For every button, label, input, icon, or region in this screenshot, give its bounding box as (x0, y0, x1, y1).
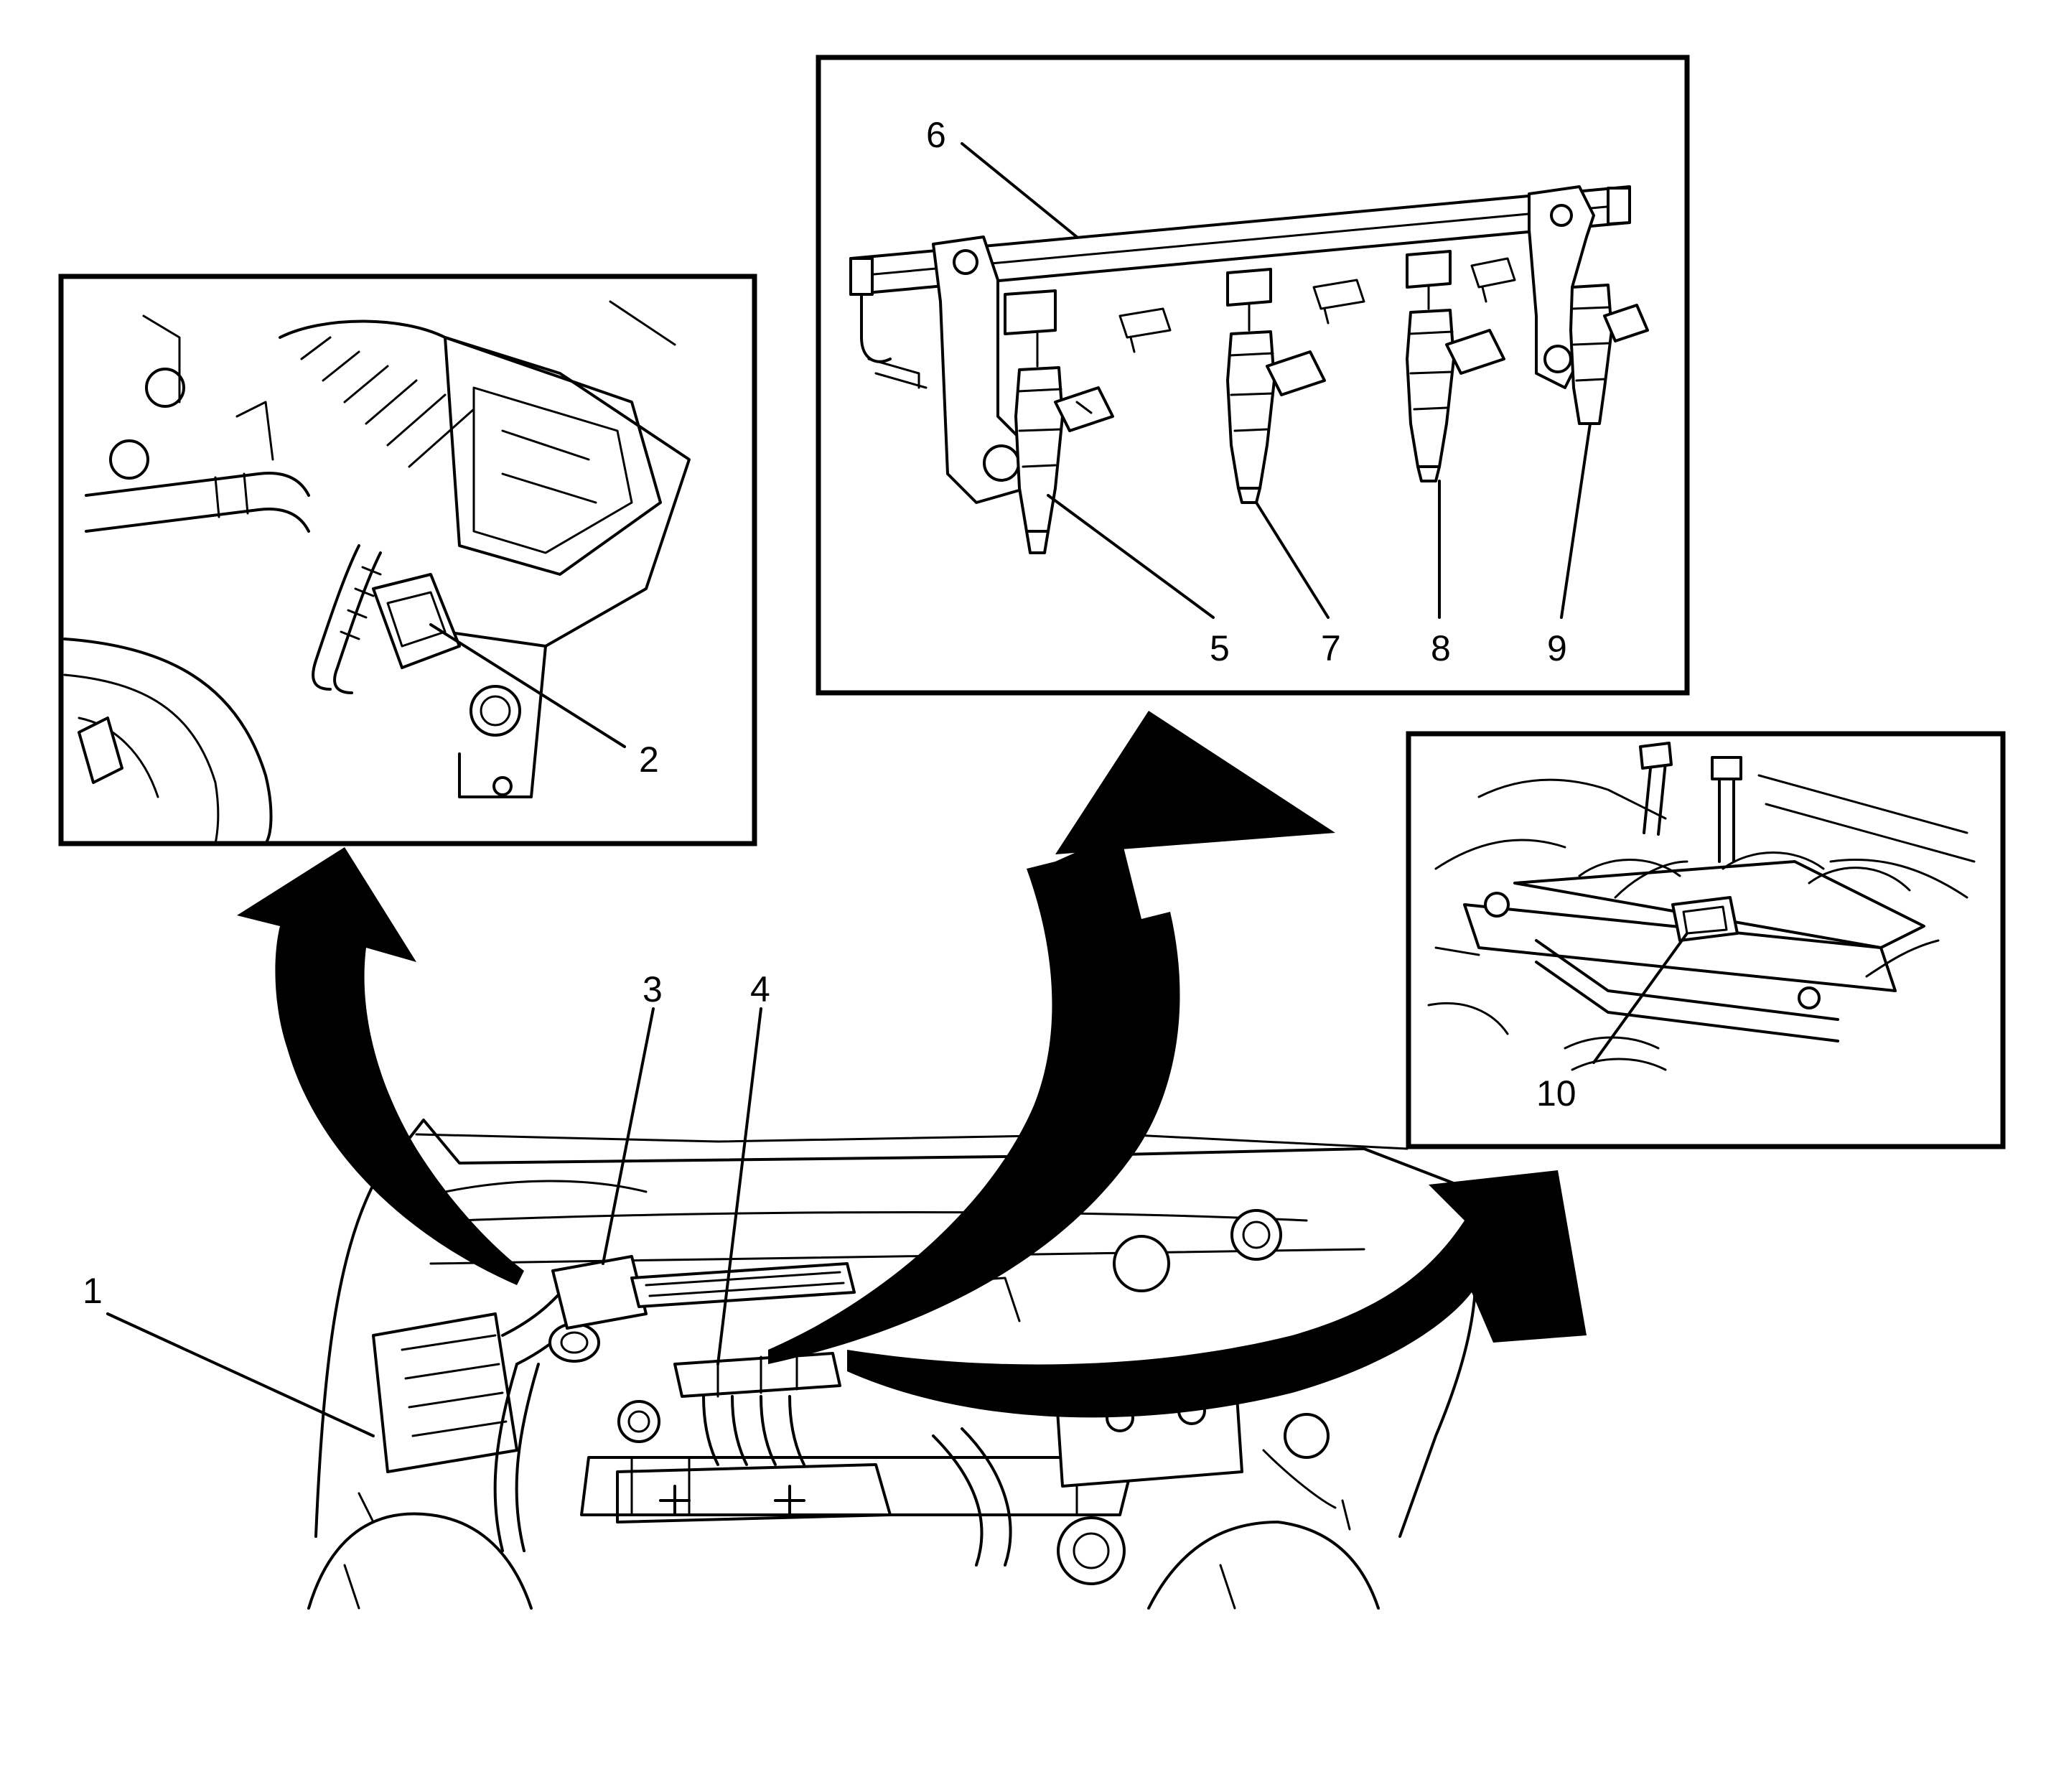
callout-5: 5 (1210, 628, 1230, 668)
callout-10: 10 (1536, 1073, 1576, 1114)
injector-8 (1406, 286, 1505, 482)
inset-coil-pack: 10 (1406, 731, 2006, 1149)
callout-7: 7 (1321, 628, 1341, 668)
callout-1: 1 (83, 1271, 103, 1311)
callout-3: 3 (643, 969, 663, 1009)
arrow-to-inset-3 (847, 1170, 1587, 1418)
callout-8: 8 (1431, 628, 1451, 668)
injector-9 (1569, 284, 1649, 425)
engine-bay-view (307, 1119, 1477, 1610)
injector-7 (1226, 304, 1326, 504)
inset-fuel-rail: 6 5 7 8 9 (816, 55, 1690, 696)
main-callouts: 1 3 4 (83, 969, 770, 1437)
callout-9: 9 (1547, 628, 1567, 668)
injector-5 (1014, 332, 1114, 554)
inset-sensor-connector: 2 (58, 274, 757, 846)
arrow-to-inset-1 (768, 833, 1180, 1364)
callout-6: 6 (926, 115, 946, 155)
callout-4: 4 (750, 969, 770, 1009)
arrows (237, 711, 1587, 1418)
arrow-to-inset-2 (237, 847, 524, 1285)
callout-2: 2 (639, 739, 659, 780)
